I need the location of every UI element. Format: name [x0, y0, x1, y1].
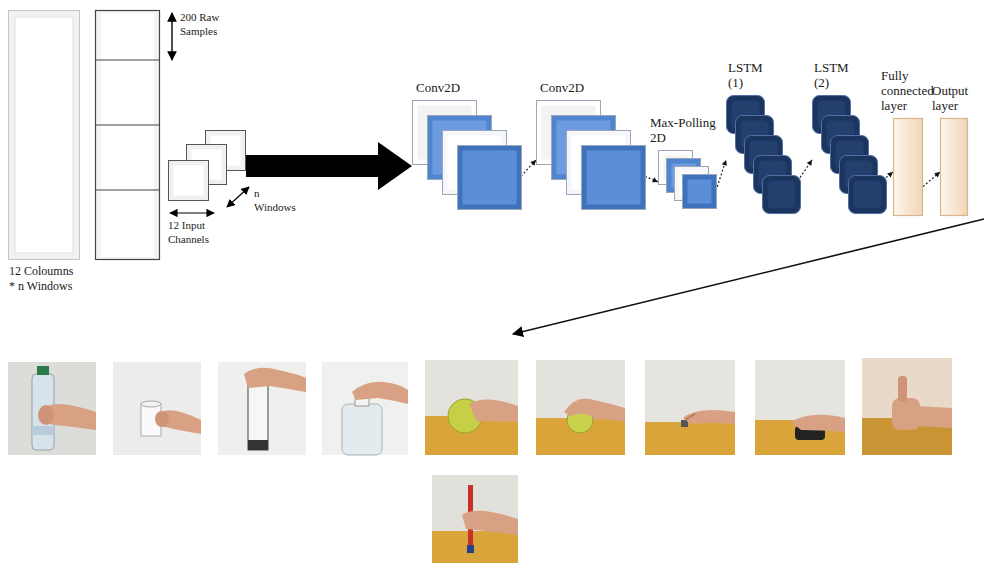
layer-label: 12 Input Channels [168, 218, 224, 246]
gesture-photo [755, 360, 845, 455]
flow-arrow [246, 142, 412, 190]
gesture-photo [425, 360, 518, 455]
pool-outline [658, 150, 716, 208]
layer-label: 12 Coloumns * n Windows [9, 264, 78, 294]
window-matrix: 200 Raw Samples [95, 10, 160, 260]
stack-outline [168, 130, 246, 202]
gesture-photo [862, 358, 952, 455]
output-layer: Output layer [940, 118, 968, 216]
gesture-photo [645, 360, 735, 455]
gesture-photo [322, 362, 408, 455]
layer-connector [521, 160, 536, 176]
split-outline [95, 10, 160, 260]
layer-label: 200 Raw Samples [180, 10, 240, 38]
input-matrix: 12 Coloumns * n Windows [8, 10, 80, 260]
layer-connector [800, 160, 812, 178]
layer-label: Conv2D [540, 80, 610, 95]
conv-outline [536, 100, 645, 209]
window-stack: n Windows12 Input Channels [168, 130, 246, 202]
gesture-photo [8, 362, 96, 455]
tall-outline [8, 10, 80, 260]
layer-label: Conv2D [416, 80, 486, 95]
pointer-arrow [513, 219, 984, 334]
dimension-arrow [227, 187, 249, 207]
gesture-photo [536, 360, 625, 455]
layer-label: LSTM (2) [814, 60, 854, 90]
dimension-arrow [171, 13, 172, 60]
layer-connector [645, 176, 658, 182]
gesture-photo [218, 362, 306, 455]
lstm-outline [812, 95, 886, 213]
lstm-outline [726, 95, 800, 213]
pooling-layer: Max-Polling 2D [658, 150, 716, 208]
lstm-layer: LSTM (1) [726, 95, 800, 213]
layer-label: Fully connected layer [881, 68, 939, 113]
conv-layer: Conv2D [412, 100, 521, 209]
dense-layer: Fully connected layer [893, 118, 923, 216]
bar-outline [893, 118, 923, 216]
dimension-arrow [170, 212, 214, 213]
gesture-photo [113, 362, 201, 455]
conv-outline [412, 100, 521, 209]
conv-layer: Conv2D [536, 100, 645, 209]
gesture-photo [432, 475, 518, 563]
bar-outline [940, 118, 968, 216]
layer-connector [716, 160, 727, 191]
layer-label: LSTM (1) [728, 60, 768, 90]
layer-connector [923, 172, 940, 187]
layer-connector [886, 172, 893, 178]
layer-label: n Windows [254, 186, 300, 214]
layer-label: Max-Polling 2D [650, 115, 720, 145]
lstm-layer: LSTM (2) [812, 95, 886, 213]
layer-label: Output layer [932, 83, 980, 113]
